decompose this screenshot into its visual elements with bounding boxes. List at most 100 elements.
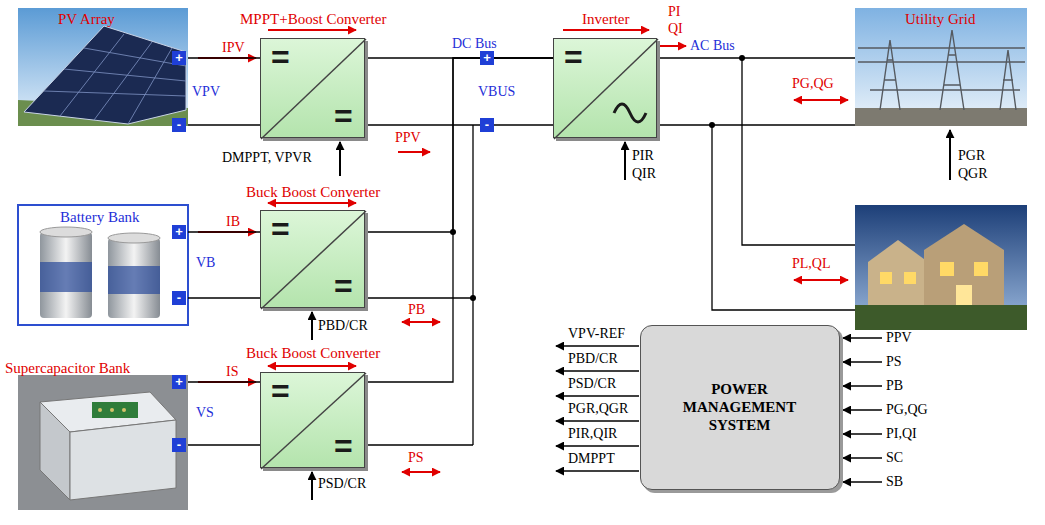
pv-array-picture bbox=[18, 8, 188, 126]
pv-array: PV Array bbox=[18, 8, 188, 126]
signal-arrow bbox=[843, 409, 882, 410]
bus-wire bbox=[365, 58, 553, 232]
conversion-symbol: = bbox=[564, 41, 583, 73]
signal-label: PI,QI bbox=[886, 426, 917, 442]
signal-label: QGR bbox=[958, 166, 988, 182]
supercapacitor-bank: Supercapacitor Bank bbox=[18, 375, 188, 510]
battery-picture bbox=[18, 205, 188, 325]
house-picture bbox=[956, 285, 972, 305]
control-arrow bbox=[624, 142, 626, 180]
wire bbox=[365, 124, 553, 125]
battery-bank: Battery Bank bbox=[18, 205, 188, 325]
node-label: Buck Boost Converter bbox=[246, 184, 380, 200]
node-label: POWER MANAGEMENT SYSTEM bbox=[677, 380, 802, 434]
house-picture bbox=[868, 240, 928, 305]
battery-picture bbox=[18, 205, 188, 325]
wire bbox=[365, 297, 473, 298]
signal-arrow bbox=[556, 345, 639, 346]
signal-arrow bbox=[843, 433, 882, 434]
signal-arrow bbox=[556, 370, 639, 371]
supercapacitor-picture bbox=[92, 402, 138, 418]
signal-label: PPV bbox=[886, 330, 912, 346]
control-arrow bbox=[311, 312, 313, 340]
signal-arrow bbox=[843, 337, 882, 338]
converter-diagonal bbox=[261, 39, 366, 139]
house-picture bbox=[924, 224, 1004, 305]
power-flow-arrow bbox=[398, 151, 430, 153]
house-picture bbox=[904, 272, 916, 284]
signal-label: PS bbox=[408, 450, 424, 466]
node-label: Inverter bbox=[582, 11, 629, 27]
converter-box: Buck Boost Converter== bbox=[260, 210, 365, 308]
utility-grid-picture bbox=[855, 8, 1027, 126]
supercapacitor-picture bbox=[98, 408, 102, 412]
wire bbox=[742, 58, 855, 245]
signal-label: VS bbox=[196, 405, 214, 421]
supercapacitor-picture bbox=[18, 375, 188, 510]
house-picture bbox=[855, 205, 1027, 330]
signal-label: IS bbox=[226, 364, 238, 380]
house-picture bbox=[940, 262, 954, 276]
signal-label: PBD/CR bbox=[318, 318, 368, 334]
supercapacitor-picture bbox=[40, 402, 70, 500]
node-label: Buck Boost Converter bbox=[246, 345, 380, 361]
signal-label: PGR,QGR bbox=[568, 401, 628, 417]
junction-dot bbox=[470, 295, 476, 301]
supercapacitor-picture bbox=[110, 408, 114, 412]
terminal-symbol: - bbox=[172, 291, 186, 305]
junction-dot bbox=[709, 122, 715, 128]
signal-arrow bbox=[843, 385, 882, 386]
bus-wire bbox=[365, 58, 553, 382]
signal-label: PSD/CR bbox=[318, 476, 366, 492]
wire bbox=[188, 297, 260, 298]
signal-label: PG,QG bbox=[792, 76, 834, 92]
terminal-symbol: + bbox=[480, 51, 494, 65]
wire bbox=[712, 125, 855, 310]
conversion-symbol: = bbox=[271, 375, 290, 407]
utility-grid-picture bbox=[855, 8, 1027, 126]
control-arrow bbox=[311, 472, 313, 500]
signal-arrow bbox=[556, 395, 639, 396]
bus-wire bbox=[188, 231, 260, 232]
converter-box: Buck Boost Converter== bbox=[260, 372, 365, 468]
house-picture bbox=[880, 272, 892, 284]
terminal-symbol: + bbox=[172, 225, 186, 239]
signal-label: AC Bus bbox=[690, 38, 735, 54]
battery-picture bbox=[40, 232, 92, 318]
signal-arrow bbox=[843, 457, 882, 458]
inverter-box: Inverter= bbox=[553, 38, 657, 138]
signal-label: DMPPT bbox=[568, 451, 615, 467]
house-picture bbox=[855, 305, 1027, 330]
conversion-symbol: = bbox=[271, 213, 290, 245]
management-box: POWER MANAGEMENT SYSTEM bbox=[640, 325, 840, 490]
wire bbox=[657, 124, 855, 125]
terminal-symbol: - bbox=[172, 438, 186, 452]
bus-wire bbox=[188, 381, 260, 382]
sine-symbol bbox=[614, 104, 646, 122]
node-label: Battery Bank bbox=[60, 209, 140, 225]
signal-arrow bbox=[556, 420, 639, 421]
conversion-symbol: = bbox=[334, 100, 353, 132]
conversion-symbol: = bbox=[271, 41, 290, 73]
battery-picture bbox=[40, 227, 92, 237]
power-flow-arrow bbox=[794, 279, 848, 281]
signal-label: VBUS bbox=[478, 84, 515, 100]
signal-arrow bbox=[843, 481, 882, 482]
wire bbox=[472, 125, 473, 445]
house-picture bbox=[855, 205, 1027, 330]
signal-label: VB bbox=[196, 255, 215, 271]
utility-grid-picture bbox=[855, 108, 1027, 126]
converter-box: MPPT+Boost Converter== bbox=[260, 38, 365, 138]
signal-label: VPV-REF bbox=[568, 326, 625, 342]
signal-label: PIR bbox=[632, 148, 654, 164]
power-flow-arrow bbox=[402, 471, 440, 473]
power-flow-arrow bbox=[402, 321, 440, 323]
power-flow-arrow bbox=[563, 29, 649, 31]
power-flow-arrow bbox=[268, 365, 356, 367]
bus-wire bbox=[657, 57, 855, 58]
battery-picture bbox=[108, 233, 160, 243]
signal-label: PS bbox=[886, 354, 902, 370]
terminal-symbol: - bbox=[172, 118, 186, 132]
